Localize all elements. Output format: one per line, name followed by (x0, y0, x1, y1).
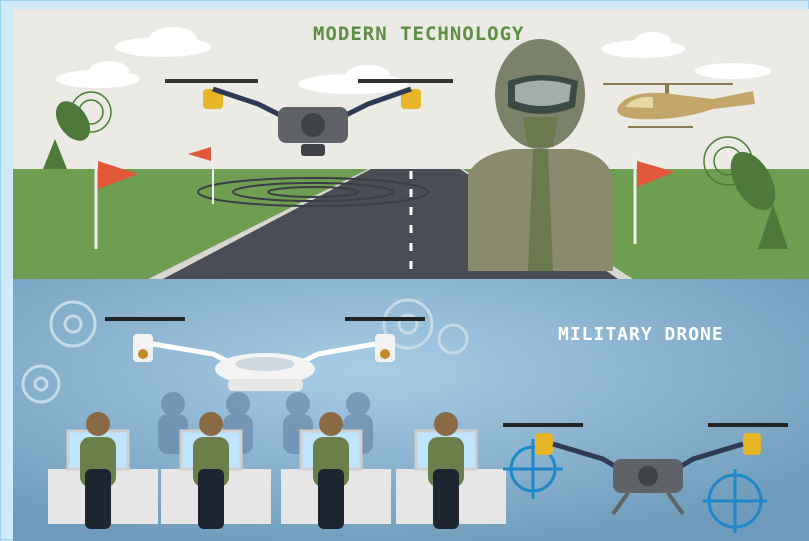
operator-icon (396, 412, 506, 529)
operator-icon (281, 412, 391, 529)
crowd-silhouettes (158, 392, 373, 454)
crosshair-icon (703, 469, 767, 533)
pilot-icon (468, 39, 613, 271)
flag-icon (94, 159, 138, 249)
bottom-scene-graphics (13, 279, 809, 541)
radar-dish-icon (43, 91, 112, 169)
military-drone-banner: MILITARY DRONE (13, 279, 809, 541)
banner-title-bottom: MILITARY DRONE (558, 324, 724, 345)
drone-icon (503, 423, 788, 516)
operator-icon (161, 412, 271, 529)
drone-icon (105, 317, 425, 391)
gear-icon (21, 298, 469, 404)
landing-pad-rings (197, 177, 429, 207)
modern-technology-banner: MODERN TECHNOLOGY (13, 9, 809, 279)
radar-dish-icon (703, 136, 788, 249)
banner-title-top: MODERN TECHNOLOGY (313, 23, 525, 45)
operator-icon (48, 412, 158, 529)
flag-icon (188, 147, 214, 204)
crosshair-icon (503, 439, 563, 499)
top-scene-graphics (13, 27, 809, 279)
illustration: MODERN TECHNOLOGY (13, 9, 809, 541)
flag-icon (633, 159, 675, 244)
helicopter-icon (603, 83, 755, 128)
cloud-group (56, 27, 771, 94)
drone-icon (165, 79, 453, 156)
